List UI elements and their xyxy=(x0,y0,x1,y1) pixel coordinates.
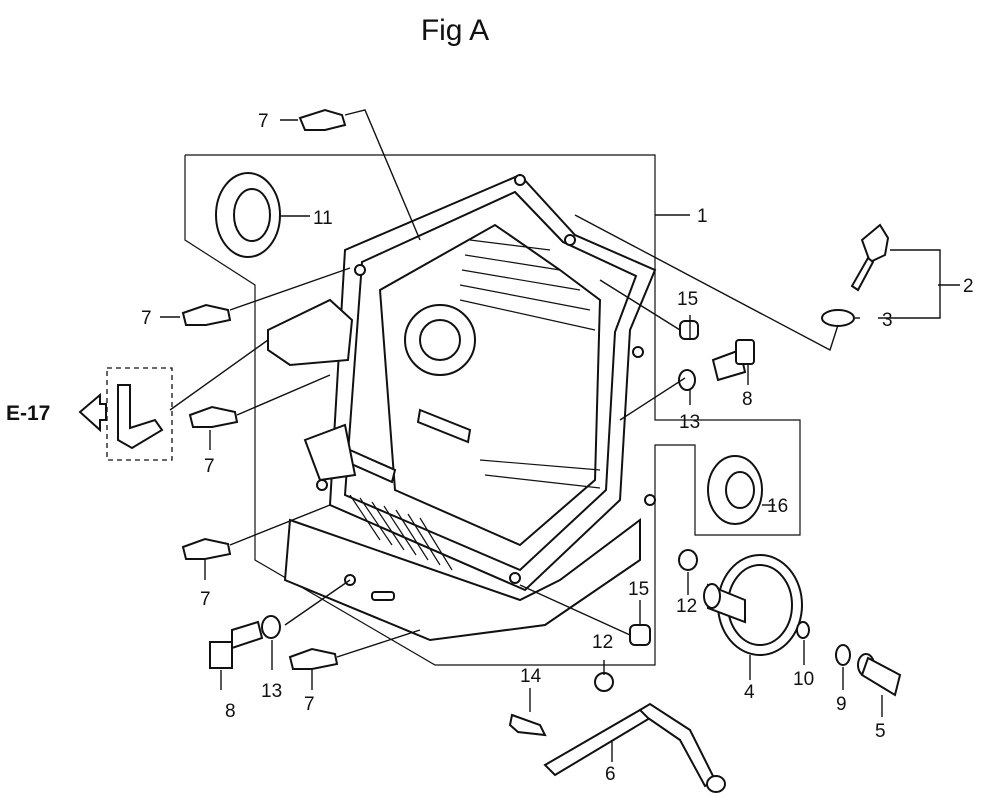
ball-bearing-icon xyxy=(707,455,763,525)
small-washer-icon xyxy=(796,621,810,639)
callout-8-left: 8 xyxy=(225,701,236,722)
callout-2: 2 xyxy=(963,276,974,297)
callout-1: 1 xyxy=(697,206,708,227)
callout-labels: 7 11 1 2 3 7 15 8 13 7 16 7 15 12 12 14 … xyxy=(141,111,974,785)
oil-filler-cap-icon xyxy=(850,223,890,292)
governor-gear-icon xyxy=(703,554,803,656)
callout-5: 5 xyxy=(875,721,886,742)
leader-lines xyxy=(160,109,960,762)
arrow-left-icon xyxy=(78,392,107,433)
callout-7-top: 7 xyxy=(258,111,269,132)
clip-icon xyxy=(508,713,547,737)
crankcase-cover-icon xyxy=(267,173,657,642)
assembly-boundary xyxy=(184,154,801,666)
hose-frame xyxy=(106,367,173,461)
callout-7-bottom: 7 xyxy=(304,694,315,715)
callout-3: 3 xyxy=(882,310,893,331)
sealing-washer-icon xyxy=(261,369,696,639)
callout-11: 11 xyxy=(313,208,333,229)
callout-6: 6 xyxy=(605,764,616,785)
callout-9: 9 xyxy=(836,694,847,715)
figure-title: Fig A xyxy=(420,14,490,47)
nut-icon xyxy=(594,549,698,692)
callout-12-center: 12 xyxy=(592,632,613,653)
washer-icon xyxy=(835,644,851,666)
callout-13-right: 13 xyxy=(679,412,700,433)
callout-7-left: 7 xyxy=(141,308,152,329)
shaft-pin-icon xyxy=(857,653,902,697)
e17-label: E-17 xyxy=(6,402,50,425)
e17-reference: E-17 xyxy=(6,367,173,461)
oil-seal-icon xyxy=(215,172,281,258)
callout-8-right: 8 xyxy=(742,389,753,410)
o-ring-icon xyxy=(821,309,855,327)
callout-16: 16 xyxy=(767,496,788,517)
callout-4: 4 xyxy=(744,682,755,703)
callout-12-right: 12 xyxy=(676,596,697,617)
callout-15-bottom: 15 xyxy=(628,579,649,600)
callout-7-lower: 7 xyxy=(200,589,211,610)
callout-14: 14 xyxy=(520,666,542,687)
flange-bolt-icon xyxy=(181,108,347,670)
callout-7-mid: 7 xyxy=(204,456,215,477)
drain-bolt-icon xyxy=(209,339,755,669)
callout-13-left: 13 xyxy=(261,681,282,702)
callout-15-top: 15 xyxy=(677,289,698,310)
breather-hose-icon xyxy=(117,384,164,450)
callout-10: 10 xyxy=(793,669,814,690)
governor-arm-icon xyxy=(543,702,726,793)
